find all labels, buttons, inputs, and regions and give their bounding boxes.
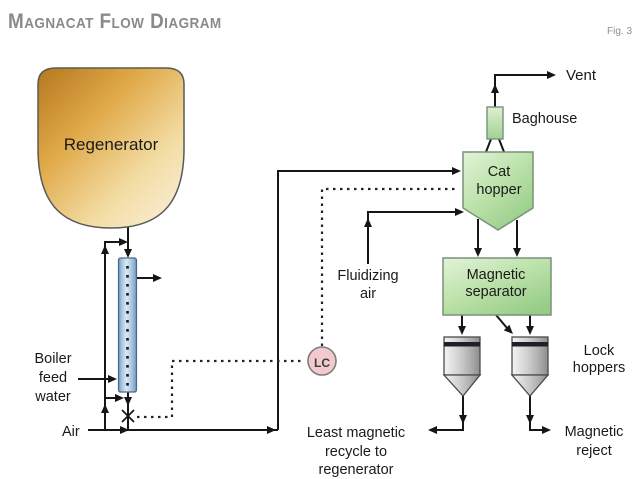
magnetic-separator-label: Magnetic separator [465, 267, 527, 300]
baghouse-vessel [486, 106, 504, 140]
separator-outlet-lines [461, 314, 531, 330]
lock-hoppers-label: Lock hoppers [572, 343, 626, 376]
lift-line [277, 170, 452, 430]
magnetic-reject-label: Magnetic reject [564, 424, 624, 459]
cat-hopper-outlet-lines [477, 219, 518, 252]
regenerator-label: Regenerator [63, 135, 159, 154]
page-title: Magnacat Flow Diagram [8, 10, 222, 33]
lc-signal-to-valve-line [137, 359, 305, 419]
left-hopper-discharge-line [433, 396, 464, 431]
level-controller-label: LC [314, 356, 330, 370]
riser-tube [117, 257, 138, 393]
flow-arrowheads [101, 71, 556, 434]
cat-hopper-label: Cat hopper [476, 164, 522, 198]
figure-number: Fig. 3 [607, 26, 633, 37]
fluidizing-air-label: Fluidizing air [337, 268, 399, 302]
boiler-feed-water-label: Boiler feed water [34, 351, 72, 405]
right-hopper-discharge-line [529, 396, 546, 431]
magnetic-separator-vessel [442, 257, 552, 316]
least-magnetic-recycle-label: Least magnetic recycle to regenerator [306, 425, 406, 478]
baghouse-label: Baghouse [512, 111, 578, 127]
level-controller-circle [307, 346, 337, 376]
baghouse-connector-lines [485, 138, 505, 153]
regenerator-vessel [37, 67, 185, 229]
lock-hopper-left [442, 336, 482, 397]
lock-hopper-right [510, 336, 550, 397]
control-valve-icon [121, 409, 135, 423]
cat-hopper-vessel [462, 151, 534, 231]
air-label: Air [62, 424, 80, 440]
fluidizing-air-line [367, 211, 456, 264]
vent-label: Vent [566, 67, 597, 84]
vent-line [494, 74, 548, 107]
